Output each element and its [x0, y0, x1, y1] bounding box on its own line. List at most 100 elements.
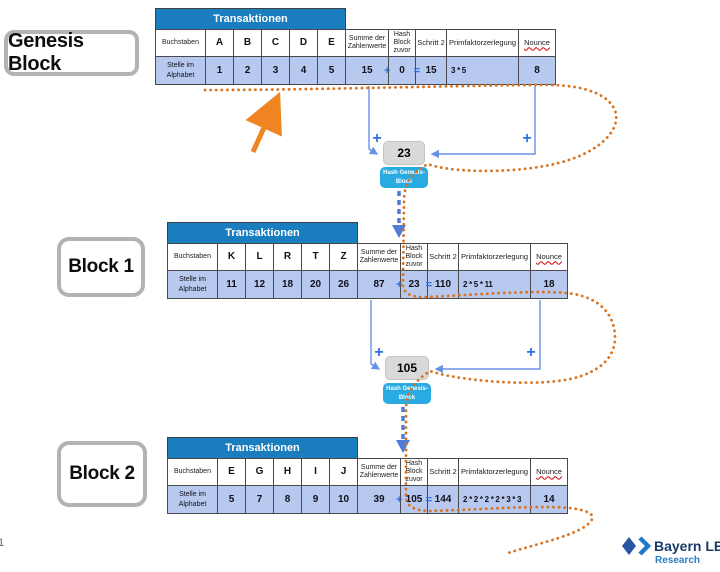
letter-cell: E	[318, 30, 345, 56]
equals-sign: =	[425, 493, 432, 506]
plus-sign: +	[522, 130, 531, 147]
col-header-primfaktorzerlegung: Primfaktorzerlegung	[447, 30, 518, 56]
row-header-stelle-im-alphabet: Stelle im Alphabet	[156, 57, 205, 84]
sum-to-hash-connector-genesis	[368, 86, 379, 155]
alphabet-value-cell: 18	[274, 271, 301, 298]
nounce-to-hash-connector-genesis	[430, 86, 536, 159]
letter-cell: H	[274, 459, 301, 485]
alphabet-value-cell: 12	[246, 271, 273, 298]
col-header-hash-block-zuvor: Hash Block zuvor	[401, 244, 427, 270]
hash-block1-button: Hash Genesis- Block	[383, 383, 431, 404]
equals-sign: =	[413, 64, 420, 77]
hash-button-line1: Hash Genesis-	[386, 386, 428, 393]
col-header-primfaktorzerlegung: Primfaktorzerlegung	[459, 244, 530, 270]
sum-value-cell: 15	[346, 57, 388, 84]
row-header-stelle-im-alphabet: Stelle im Alphabet	[168, 486, 217, 513]
col-header-nounce: Nounce	[531, 244, 567, 270]
logo-sub-text: Research	[655, 555, 700, 566]
letter-cell: E	[218, 459, 245, 485]
hash-button-line2: Block	[395, 178, 413, 185]
logo-chevron-icon	[638, 536, 652, 556]
col-header-summe: Summe der Zahlenwerte	[358, 459, 400, 485]
schritt-2-value-cell: 144	[428, 486, 458, 513]
row-header-stelle-im-alphabet: Stelle im Alphabet	[168, 271, 217, 298]
col-header-buchstaben: Buchstaben	[168, 244, 217, 270]
bayernlb-logo: Bayern LB Research	[621, 534, 720, 572]
hash-genesis-block-button: Hash Genesis- Block	[380, 167, 428, 188]
letter-cell: K	[218, 244, 245, 270]
nounce-label: Nounce	[536, 466, 562, 476]
col-header-summe: Summe der Zahlenwerte	[358, 244, 400, 270]
col-header-hash-block-zuvor: Hash Block zuvor	[401, 459, 427, 485]
alphabet-value-cell: 5	[218, 486, 245, 513]
nounce-value-cell: 14	[531, 486, 567, 513]
nounce-value-cell: 8	[519, 57, 555, 84]
logo-diamond-icon	[622, 537, 636, 555]
sum-value-cell: 39	[358, 486, 400, 513]
plus-sign: +	[526, 344, 535, 361]
hash-button-line1: Hash Genesis-	[383, 170, 425, 177]
letter-cell: D	[290, 30, 317, 56]
letter-cell: A	[206, 30, 233, 56]
sum-value-cell: 87	[358, 271, 400, 298]
nounce-label: Nounce	[524, 37, 550, 47]
hash-to-block2-arrowhead	[396, 440, 410, 453]
col-header-buchstaben: Buchstaben	[168, 459, 217, 485]
col-header-schritt-2: Schritt 2	[428, 459, 458, 485]
col-header-schritt-2: Schritt 2	[428, 244, 458, 270]
hash-prev-cell: +105=	[396, 486, 432, 513]
alphabet-value-cell: 26	[330, 271, 357, 298]
letter-cell: G	[246, 459, 273, 485]
nounce-to-hash-connector-block1	[434, 300, 541, 374]
hash-prev-value: 23	[408, 279, 420, 290]
block-1-label: Block 1	[57, 237, 145, 297]
page-number: 1	[0, 537, 5, 549]
nounce-label: Nounce	[536, 251, 562, 261]
orange-arrow	[245, 91, 282, 154]
bayernlb-logo-graphic: Bayern LB Research	[622, 536, 720, 566]
hash-prev-value: 0	[399, 65, 405, 76]
col-header-summe: Summe der Zahlenwerte	[346, 30, 388, 56]
hash-button-line2: Block	[398, 394, 416, 401]
letter-cell: T	[302, 244, 329, 270]
col-header-schritt-2: Schritt 2	[416, 30, 446, 56]
plus-sign: +	[384, 64, 391, 77]
alphabet-value-cell: 5	[318, 57, 345, 84]
letter-cell: I	[302, 459, 329, 485]
letter-cell: B	[234, 30, 261, 56]
letter-cell: R	[274, 244, 301, 270]
alphabet-value-cell: 11	[218, 271, 245, 298]
alphabet-value-cell: 10	[330, 486, 357, 513]
hash-result-box-genesis: 23	[383, 141, 425, 165]
block-2-label: Block 2	[57, 441, 147, 507]
alphabet-value-cell: 1	[206, 57, 233, 84]
hash-to-block1-arrowhead	[392, 225, 406, 238]
equals-sign: =	[425, 278, 432, 291]
letter-cell: Z	[330, 244, 357, 270]
col-header-primfaktorzerlegung: Primfaktorzerlegung	[459, 459, 530, 485]
transactions-header: Transaktionen	[167, 437, 358, 459]
alphabet-value-cell: 9	[302, 486, 329, 513]
plus-sign: +	[374, 344, 383, 361]
alphabet-value-cell: 20	[302, 271, 329, 298]
letter-cell: L	[246, 244, 273, 270]
hash-result-box-block1: 105	[385, 356, 429, 380]
hash-prev-value: 105	[405, 494, 423, 505]
col-header-nounce: Nounce	[531, 459, 567, 485]
col-header-nounce: Nounce	[519, 30, 555, 56]
transactions-header: Transaktionen	[155, 8, 346, 30]
alphabet-value-cell: 8	[274, 486, 301, 513]
letter-cell: J	[330, 459, 357, 485]
alphabet-value-cell: 4	[290, 57, 317, 84]
primfaktor-value-cell: 2 * 5 * 11	[459, 271, 530, 298]
plus-sign: +	[372, 130, 381, 147]
transactions-header: Transaktionen	[167, 222, 358, 244]
primfaktor-value-cell: 3 * 5	[447, 57, 518, 84]
alphabet-value-cell: 2	[234, 57, 261, 84]
letter-cell: C	[262, 30, 289, 56]
alphabet-value-cell: 7	[246, 486, 273, 513]
